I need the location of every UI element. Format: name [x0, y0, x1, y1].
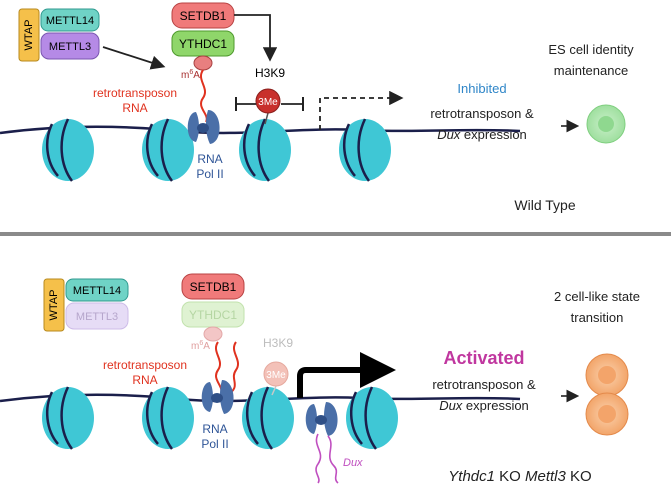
nucleosome	[142, 386, 194, 450]
mettl14-label: METTL14	[73, 285, 121, 297]
setdb1-box	[181, 273, 245, 300]
retrotransposon-rna-label: RNA	[132, 373, 157, 387]
histone-tail	[264, 112, 269, 125]
mettl3-box-faded	[65, 302, 129, 330]
nucleosome	[239, 118, 291, 182]
h3k9-label-faded: H3K9	[263, 336, 293, 350]
ythdc1-label: YTHDC1	[179, 37, 227, 51]
retrotransposon-label: retrotransposon	[93, 86, 177, 100]
rna-pol-ii	[201, 380, 234, 414]
wtap-label: WTAP	[23, 20, 35, 51]
mettl3-label-faded: METTL3	[76, 311, 118, 323]
dux-transcript-label: Dux	[343, 457, 363, 469]
nucleosome	[42, 118, 94, 182]
nucleosome	[142, 118, 194, 182]
retrotransposon-label: retrotransposon	[103, 358, 187, 372]
knockout-label: Ythdc1 KO Mettl3 KO	[448, 468, 591, 485]
ythdc1-label-faded: YTHDC1	[189, 308, 237, 322]
m6a-bead-faded	[203, 326, 223, 342]
dux-transcript-2	[327, 435, 339, 484]
es-identity-line1: ES cell identity	[548, 42, 634, 57]
rna-pol-ii	[187, 110, 220, 144]
setdb1-arrow	[234, 14, 278, 62]
retrotransposon-rna-label: RNA	[122, 101, 147, 115]
mettl14-box	[40, 8, 100, 32]
panel-separator	[0, 232, 671, 236]
pol-ii-label-line1: RNA	[197, 152, 222, 166]
nucleosome	[339, 118, 391, 182]
me3-mark-faded	[263, 361, 289, 387]
knockout-panel: WTAP METTL14 METTL3 SETDB1 YTHDC1 m6A re…	[0, 273, 640, 485]
me3-label: 3Me	[258, 97, 278, 108]
retrotransposon-rna-strand	[200, 69, 208, 123]
es-identity-line2: maintenance	[554, 63, 628, 78]
setdb1-label: SETDB1	[180, 9, 227, 23]
wild-type-panel: WTAP METTL14 METTL3 SETDB1 YTHDC1 m6A re…	[0, 2, 634, 213]
dux-transcript-1	[315, 433, 322, 484]
nucleosome	[242, 386, 294, 450]
m6a-bead	[193, 55, 213, 71]
wtap-box	[43, 278, 65, 332]
rna-pol-ii-dux	[305, 402, 338, 436]
two-cell-line1: 2 cell-like state	[554, 289, 640, 304]
dashed-expression-arrow	[319, 90, 404, 130]
two-cell-line2: transition	[571, 310, 624, 325]
histone-tail-faded	[271, 385, 277, 396]
pol-ii-label-line1: RNA	[202, 422, 227, 436]
wtap-label: WTAP	[48, 290, 60, 321]
wtap-box	[18, 8, 40, 62]
es-cell-nucleus	[598, 116, 614, 132]
me3-mark	[255, 88, 281, 114]
mettl3-label: METTL3	[49, 41, 91, 53]
nucleosome	[346, 386, 398, 450]
activated-label: Activated	[443, 348, 524, 368]
retrotransposon-rna-strand-2	[225, 341, 239, 397]
h3k9-label: H3K9	[255, 66, 285, 80]
activation-arrow	[297, 352, 396, 398]
nucleosome	[42, 386, 94, 450]
expression-line2: Dux expression	[437, 127, 527, 142]
mettl3-box	[40, 32, 100, 60]
m6a-label: m6A	[181, 69, 200, 81]
two-cell-lower-nucleus	[598, 405, 616, 423]
pol-ii-label-line2: Pol II	[196, 167, 223, 181]
two-cell-upper-nucleus	[598, 366, 616, 384]
mettl14-label: METTL14	[46, 15, 94, 27]
me3-label-faded: 3Me	[266, 370, 286, 381]
expression-line1: retrotransposon &	[432, 377, 536, 392]
pol-ii-label-line2: Pol II	[201, 437, 228, 451]
setdb1-label: SETDB1	[190, 280, 237, 294]
writer-arrow	[102, 46, 166, 70]
expression-line2: Dux expression	[439, 398, 529, 413]
wild-type-label: Wild Type	[514, 197, 575, 213]
m6a-label-faded: m6A	[191, 340, 210, 352]
inhibited-label: Inhibited	[457, 81, 506, 96]
expression-line1: retrotransposon &	[430, 106, 534, 121]
mettl14-box	[65, 278, 129, 302]
